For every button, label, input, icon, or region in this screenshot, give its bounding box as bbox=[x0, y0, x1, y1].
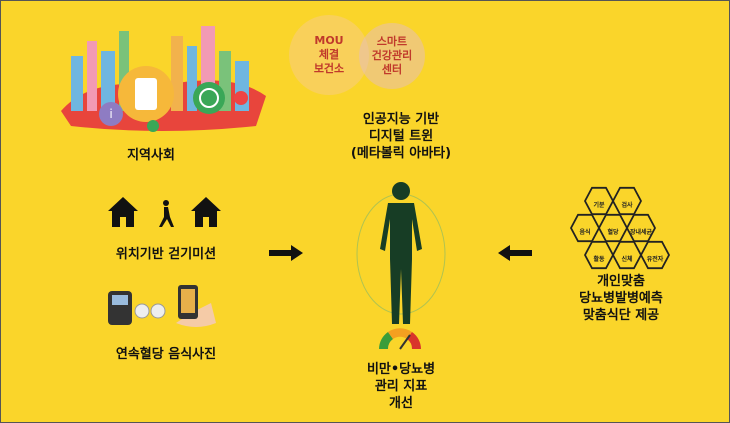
hexagon-activity: 활동 bbox=[584, 240, 614, 270]
house-icon bbox=[191, 197, 221, 227]
community-label: 지역사회 bbox=[127, 148, 175, 163]
hexagon-label: 유전자 bbox=[642, 242, 668, 268]
gauge-icon bbox=[379, 328, 421, 350]
smart-center-circle: 스마트 건강관리 센터 bbox=[359, 23, 425, 89]
mou-circle: MOU 체결 보건소 bbox=[289, 15, 369, 95]
hexagon-label: 활동 bbox=[586, 242, 612, 268]
hexagon-food: 음식 bbox=[570, 213, 600, 243]
hexagon-label: 장내세균 bbox=[628, 215, 654, 241]
glucose-devices bbox=[108, 285, 216, 327]
personal-data-hexagons: 기분 검사 음식 혈당 장내세균 활동 신체 유전자 bbox=[566, 186, 676, 271]
walking-person-icon bbox=[159, 200, 174, 227]
hexagon-label: 혈당 bbox=[600, 215, 626, 241]
house-icon bbox=[108, 197, 138, 227]
city-illustration: i bbox=[61, 26, 266, 132]
hexagon-gut-bacteria: 장내세균 bbox=[626, 213, 656, 243]
hexagon-label: 신체 bbox=[614, 242, 640, 268]
walking-icons bbox=[108, 197, 221, 227]
svg-text:i: i bbox=[109, 107, 112, 121]
hexagon-mood: 기분 bbox=[584, 186, 614, 216]
hexagon-glucose: 혈당 bbox=[598, 213, 628, 243]
walking-mission-label: 위치기반 걷기미션 bbox=[115, 247, 217, 262]
hexagon-label: 검사 bbox=[614, 188, 640, 214]
hexagon-label: 기분 bbox=[586, 188, 612, 214]
hexagon-gene: 유전자 bbox=[640, 240, 670, 270]
hexagon-test: 검사 bbox=[612, 186, 642, 216]
arrow-left-icon bbox=[498, 245, 532, 261]
human-body-icon bbox=[356, 182, 446, 324]
glucose-photo-label: 연속혈당 음식사진 bbox=[115, 347, 217, 362]
arrow-right-icon bbox=[269, 245, 303, 261]
hexagon-label: 음식 bbox=[572, 215, 598, 241]
hexagon-body: 신체 bbox=[612, 240, 642, 270]
